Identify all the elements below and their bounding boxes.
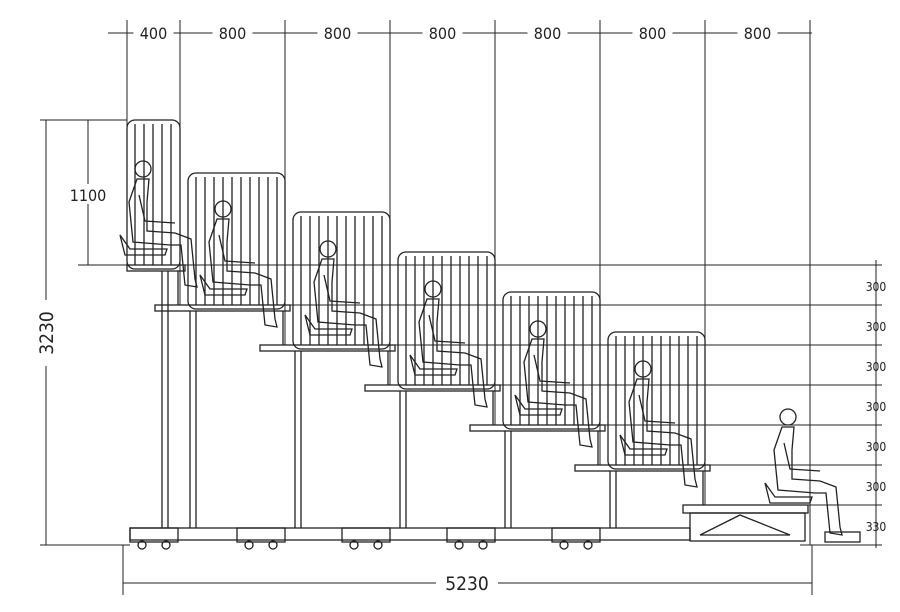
rise-dimension-label: 300	[866, 440, 887, 454]
drive-mechanism	[699, 514, 791, 536]
label-background	[737, 25, 778, 41]
seated-spectator	[409, 280, 488, 408]
person-arm	[138, 194, 176, 224]
wheel	[268, 540, 278, 550]
wheel	[244, 540, 254, 550]
seat	[619, 434, 668, 456]
person-body	[523, 338, 593, 448]
bleacher-structure	[119, 119, 861, 550]
front-platform	[682, 504, 809, 514]
person-arm	[323, 274, 361, 304]
label-background	[632, 25, 673, 41]
wheel-carriage	[129, 527, 179, 543]
seated-spectator	[304, 240, 383, 368]
label-background	[133, 25, 174, 41]
label-background	[317, 25, 358, 41]
person-head	[134, 160, 152, 178]
seat	[409, 354, 458, 376]
label-background	[212, 25, 253, 41]
label-background	[34, 300, 58, 366]
label-background	[66, 184, 112, 204]
rise-dimension-label: 300	[866, 480, 887, 494]
top-dimension-label: 400	[140, 24, 167, 43]
front-drive-unit	[689, 512, 806, 542]
person-arm	[218, 234, 256, 264]
wheel	[454, 540, 464, 550]
person-head	[634, 360, 652, 378]
person-head	[319, 240, 337, 258]
person-head	[214, 200, 232, 218]
seat	[764, 482, 813, 504]
label-background	[436, 570, 498, 594]
wheel	[583, 540, 593, 550]
rise-dimension-label: 300	[866, 320, 887, 334]
rise-dimension-label: 330	[866, 520, 887, 534]
person-head	[529, 320, 547, 338]
top-dimension-label: 800	[429, 24, 456, 43]
wheel	[373, 540, 383, 550]
person-arm	[638, 394, 676, 424]
person-head	[424, 280, 442, 298]
top-dimension-label: 800	[639, 24, 666, 43]
wheel	[349, 540, 359, 550]
person-body	[313, 258, 383, 368]
total-length-label: 5230	[445, 573, 489, 595]
seat	[199, 274, 248, 296]
top-dimension-label: 800	[534, 24, 561, 43]
rise-dimension-label: 300	[866, 400, 887, 414]
tier-platform	[154, 304, 291, 312]
wheel	[161, 540, 171, 550]
person-body	[628, 378, 698, 488]
dimension-labels: 400 800 800 800 800 800 800 300 300 300 300 300 300 3…	[34, 24, 886, 595]
seat	[304, 314, 353, 336]
person-body	[208, 218, 278, 328]
person-body	[773, 426, 843, 536]
seat	[514, 394, 563, 416]
wheel-carriage	[341, 527, 391, 543]
person-arm	[533, 354, 571, 384]
person-body	[418, 298, 488, 408]
top-dimension-label: 800	[219, 24, 246, 43]
wheel	[137, 540, 147, 550]
seat	[119, 234, 168, 256]
tier-platform	[364, 384, 501, 392]
person-arm	[783, 442, 821, 472]
top-dimension-label: 800	[744, 24, 771, 43]
wheel-carriage	[236, 527, 286, 543]
seated-spectator	[514, 320, 593, 448]
wheel-carriage	[551, 527, 601, 543]
wheel	[559, 540, 569, 550]
seated-spectator	[199, 200, 278, 328]
total-height-label: 3230	[36, 311, 58, 355]
rise-dimension-label: 300	[866, 280, 887, 294]
wheel-carriage	[446, 527, 496, 543]
seated-spectator	[764, 408, 843, 536]
tier-platform	[259, 344, 396, 352]
floor-beam	[129, 527, 691, 541]
person-head	[779, 408, 797, 426]
label-background	[527, 25, 568, 41]
top-dimension-label: 800	[324, 24, 351, 43]
wheel	[478, 540, 488, 550]
backrest-height-label: 1100	[70, 186, 107, 205]
tier-platform	[469, 424, 606, 432]
label-background	[422, 25, 463, 41]
rise-dimension-label: 300	[866, 360, 887, 374]
person-arm	[428, 314, 466, 344]
tier-platform	[126, 264, 186, 272]
dimension-lines	[40, 20, 882, 595]
seated-spectator	[619, 360, 698, 488]
foot-rest	[824, 531, 861, 543]
tier-platform	[574, 464, 711, 472]
